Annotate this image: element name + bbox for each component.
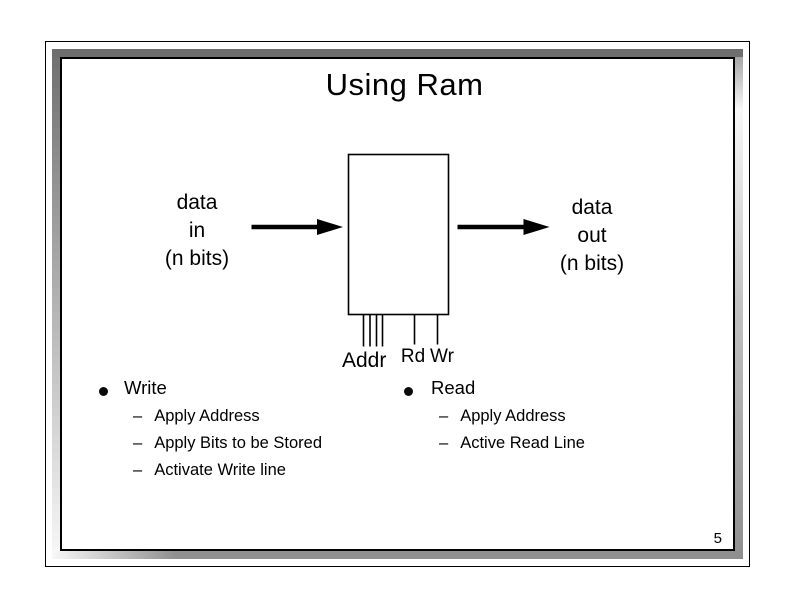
slide-frame: Using Ram xyxy=(52,49,743,559)
dash-icon: – xyxy=(439,407,449,425)
data-out-line: data xyxy=(571,196,613,219)
read-list-title: Read xyxy=(431,377,476,398)
data-in-line: in xyxy=(188,219,206,242)
write-list-title: Write xyxy=(124,377,167,398)
data-in-label: data in (n bits) xyxy=(117,189,277,273)
slide-inner-border: Using Ram xyxy=(60,57,735,551)
slide: Using Ram xyxy=(45,41,750,567)
ram-diagram xyxy=(251,153,550,347)
list-item: – Apply Address xyxy=(439,408,566,425)
dash-icon: – xyxy=(133,434,143,452)
list-item-text: Apply Address xyxy=(460,407,566,425)
list-item-text: Apply Bits to be Stored xyxy=(154,434,323,452)
frame-edge-top xyxy=(52,49,743,57)
frame-edge-right xyxy=(735,49,743,559)
ram-chip-box xyxy=(347,153,450,316)
dash-icon: – xyxy=(133,461,143,479)
wr-label: Wr xyxy=(430,346,454,367)
data-out-line: (n bits) xyxy=(559,252,625,275)
data-in-line: data xyxy=(176,191,218,214)
list-item-text: Active Read Line xyxy=(460,434,585,452)
dash-icon: – xyxy=(133,407,143,425)
address-pins xyxy=(362,314,384,347)
list-item: – Apply Bits to be Stored xyxy=(133,435,322,452)
data-in-arrow xyxy=(251,219,343,235)
addr-label: Addr xyxy=(342,349,387,372)
list-item: – Active Read Line xyxy=(439,435,585,452)
frame-edge-left xyxy=(52,49,60,559)
list-item-text: Activate Write line xyxy=(154,461,286,479)
data-in-line: (n bits) xyxy=(164,247,230,270)
dash-icon: – xyxy=(439,434,449,452)
data-out-arrow xyxy=(457,219,550,235)
data-out-label: data out (n bits) xyxy=(512,194,672,278)
data-out-line: out xyxy=(577,224,607,247)
list-item-text: Apply Address xyxy=(154,407,260,425)
page-number: 5 xyxy=(713,530,722,547)
list-item: – Apply Address xyxy=(133,408,260,425)
frame-edge-bottom xyxy=(52,551,743,559)
bullet-icon xyxy=(404,387,413,396)
list-item: – Activate Write line xyxy=(133,462,286,479)
page-title: Using Ram xyxy=(325,67,484,102)
bullet-icon xyxy=(99,387,108,396)
slide-content: Using Ram xyxy=(62,59,733,549)
rd-label: Rd xyxy=(400,346,426,367)
